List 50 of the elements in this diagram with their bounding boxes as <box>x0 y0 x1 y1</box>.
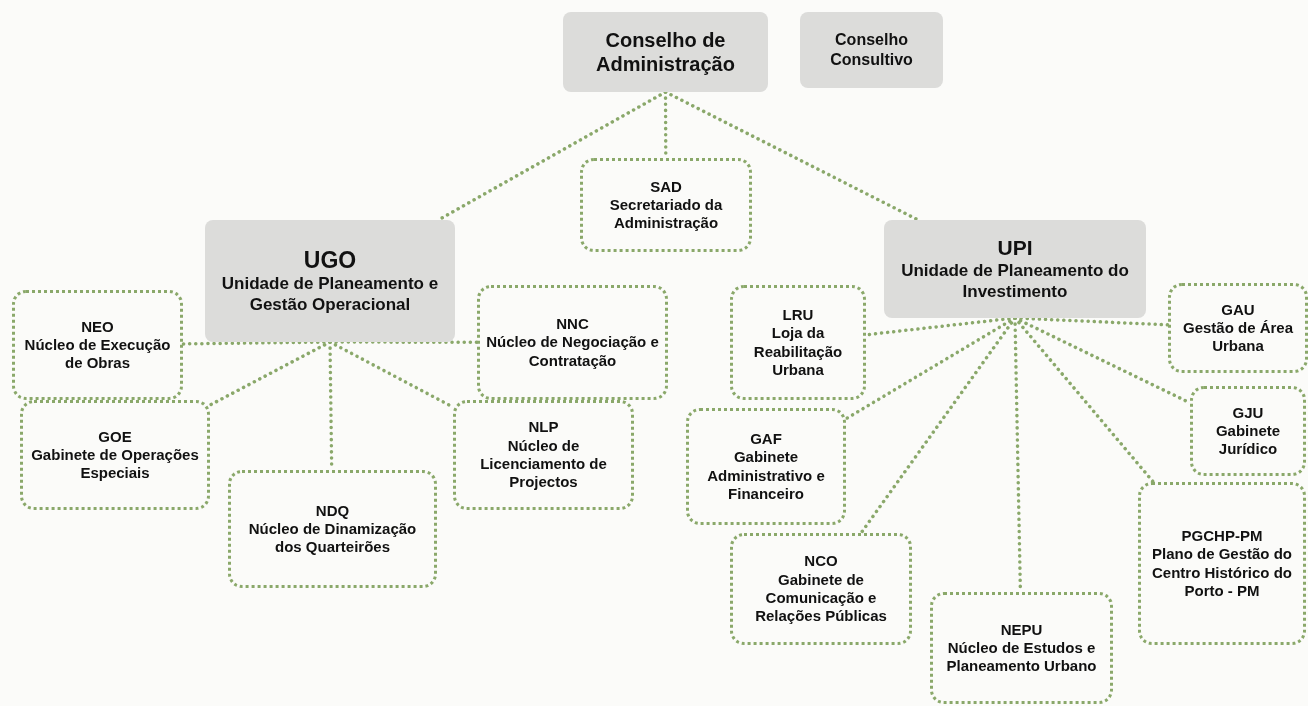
unit-name: Núcleo de Negociação e Contratação <box>485 333 660 370</box>
connector-line <box>663 90 920 222</box>
governing-body-box <box>205 220 455 342</box>
unit-name: Conselho Consultivo <box>829 30 914 70</box>
unit-code: UGO <box>302 246 358 275</box>
unit-box <box>12 290 183 400</box>
unit-name: Conselho de Administração <box>595 27 736 77</box>
unit-name: Gabinete de Comunicação e Relações Públicas <box>754 570 888 626</box>
unit-code: NLP <box>527 418 560 437</box>
unit-name: Unidade de Planeamento do Investimento <box>900 261 1130 303</box>
unit-code: NCO <box>803 552 839 571</box>
governing-body-box <box>563 12 768 92</box>
unit-code: PGCHP-PM <box>1180 526 1264 546</box>
unit-box <box>730 285 866 400</box>
unit-box <box>730 533 912 645</box>
unit-name: Núcleo de Licenciamento de Projectos <box>479 436 608 492</box>
unit-name: Gabinete Jurídico <box>1214 421 1282 459</box>
unit-name: Loja da Reabilitação Urbana <box>752 324 844 380</box>
unit-box <box>930 592 1113 704</box>
unit-box <box>686 408 846 525</box>
unit-name: Plano de Gestão do Centro Histórico do Porto - PM <box>1151 545 1293 601</box>
unit-box <box>1138 482 1306 645</box>
unit-box <box>580 158 752 252</box>
unit-code: NEO <box>80 317 115 336</box>
unit-name: Secretariado da Administração <box>608 195 724 233</box>
unit-box <box>477 285 668 400</box>
unit-box <box>20 400 210 510</box>
governing-body-box <box>884 220 1146 318</box>
unit-name: Gabinete Administrativo e Financeiro <box>706 448 826 504</box>
unit-code: NDQ <box>314 501 351 520</box>
unit-name: Gabinete de Operações Especiais <box>30 445 200 483</box>
unit-code: GJU <box>1231 403 1265 422</box>
unit-code: NEPU <box>999 620 1044 639</box>
unit-box <box>1168 283 1308 373</box>
governing-body-box <box>800 12 943 88</box>
unit-name: Núcleo de Dinamização dos Quarteirões <box>247 519 418 557</box>
unit-code: GAF <box>749 429 783 449</box>
unit-box <box>1190 386 1306 476</box>
unit-name: Unidade de Planeamento e Gestão Operacional <box>220 274 440 316</box>
unit-code: LRU <box>781 305 815 325</box>
unit-code: GOE <box>97 427 133 446</box>
unit-code: UPI <box>996 235 1034 262</box>
unit-code: GAU <box>1220 300 1256 319</box>
unit-code: NNC <box>555 315 590 334</box>
unit-box <box>453 400 634 510</box>
unit-name: Gestão de Área Urbana <box>1181 318 1294 356</box>
unit-name: Núcleo de Execução de Obras <box>23 335 172 373</box>
unit-box <box>228 470 437 588</box>
unit-code: SAD <box>649 177 683 196</box>
unit-name: Núcleo de Estudos e Planeamento Urbano <box>945 638 1098 676</box>
